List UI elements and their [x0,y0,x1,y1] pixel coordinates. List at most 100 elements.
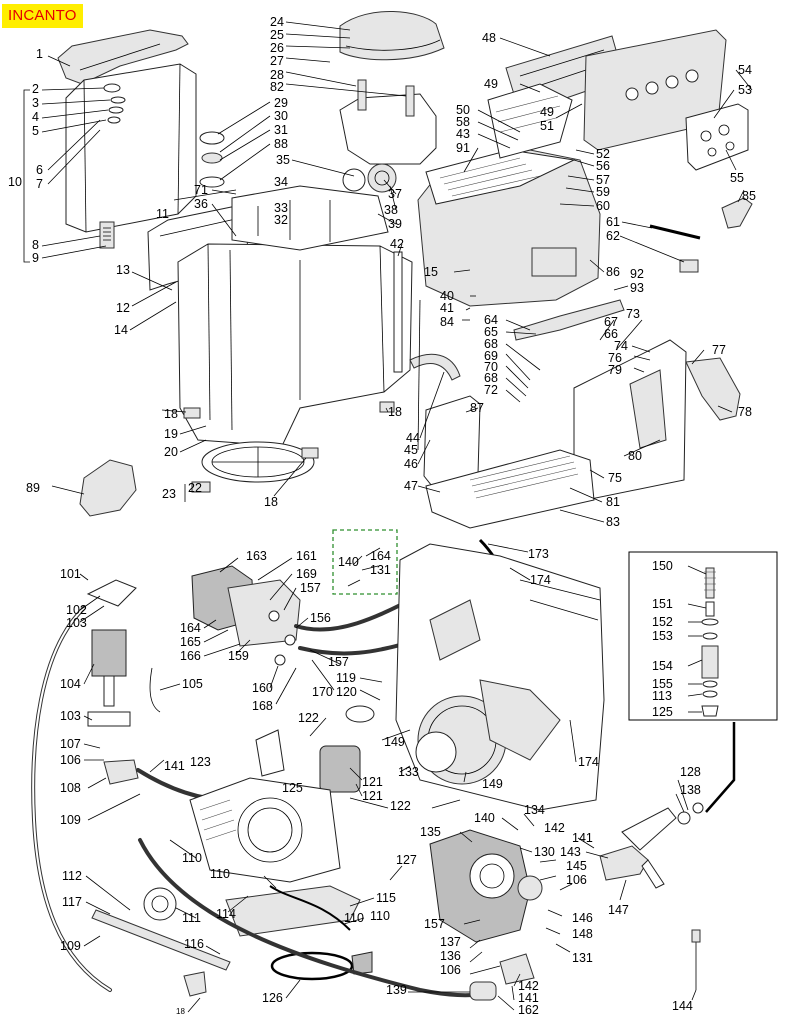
callout-85: 85 [742,189,756,203]
solenoid-valve-drawing [91,629,127,677]
base-plate-drawing [225,885,361,937]
callout-1: 1 [36,47,43,61]
callout-129: 126 [262,991,283,1005]
callout-140a: 141 [164,759,185,773]
callout-140c: 141 [518,991,539,1005]
callout-137: 137 [440,935,461,949]
callout-31: 31 [274,123,288,137]
callout-106c: 106 [440,963,461,977]
callout-110b: 110 [210,867,230,881]
callout-61: 61 [606,215,620,229]
callout-50: 50 [456,103,470,117]
callout-32: 32 [274,213,288,227]
callout-105: 105 [182,677,203,691]
callout-122: 121 [362,789,383,803]
callout-25: 25 [270,28,284,42]
callout-167: 164 [180,621,201,635]
callout-127: 127 [396,853,417,867]
callout-120: 120 [336,685,357,699]
callout-82: 82 [270,80,284,94]
callout-112: 112 [62,869,82,883]
callout-45: 45 [404,443,418,457]
callout-141: 142 [518,979,539,993]
callout-152: 152 [652,615,673,629]
callout-110c: 110 [344,911,364,925]
callout-74: 74 [614,339,628,353]
callout-159: 156 [310,611,331,625]
boiler-drawing [227,579,301,647]
callout-160a: 157 [300,581,321,595]
callout-134: 135 [420,825,441,839]
callout-73: 73 [626,307,640,321]
callout-163: 161 [296,549,317,563]
callout-7: 7 [36,177,43,191]
callout-128: 128 [680,765,701,779]
callout-8: 8 [32,238,39,252]
callout-53: 53 [738,83,752,97]
callout-155: 155 [652,677,673,691]
callout-125: 125 [652,705,673,719]
callout-153: 153 [652,629,673,643]
callout-106b: 106 [566,873,587,887]
callout-15: 15 [424,265,438,279]
callout-67: 67 [604,315,618,329]
callout-86: 86 [606,265,620,279]
upper-callouts: 1 2 3 4 5 10 6 7 8 9 11 12 13 14 15 18 1… [8,15,756,529]
callout-157: 149 [482,777,503,791]
callout-142: 140 [474,811,495,825]
callout-22: 22 [188,481,202,495]
callout-69: 69 [484,349,498,363]
callout-113: 113 [652,689,672,703]
callout-150: 150 [652,559,673,573]
steam-valve-drawing [599,845,649,881]
callout-110a: 110 [182,851,202,865]
callout-76: 76 [608,351,622,365]
callout-136: 136 [440,949,461,963]
callout-52: 52 [596,147,610,161]
callout-101: 101 [60,567,81,581]
callout-60: 60 [596,199,610,213]
lower-callouts: 101 102 103 104 103 105 107 106 108 109 … [60,547,701,1017]
callout-33: 33 [274,201,288,215]
callout-144: 143 [560,845,581,859]
callout-107: 107 [60,737,81,751]
pin-detail-box [332,529,398,595]
callout-40: 40 [440,289,454,303]
callout-87: 87 [470,401,484,415]
callout-145: 144 [672,999,693,1013]
callout-42: 42 [390,237,404,251]
callout-81: 81 [606,495,620,509]
callout-139: 139 [386,983,407,997]
callout-84: 84 [440,315,454,329]
callout-19: 19 [164,427,178,441]
callout-14: 14 [114,323,128,337]
callout-18a: 18 [164,407,178,421]
callout-68a: 68 [484,337,498,351]
callout-4: 4 [32,110,39,124]
callout-29: 29 [274,96,288,110]
callout-36: 36 [194,197,208,211]
callout-70: 70 [484,360,498,374]
callout-92: 92 [630,267,644,281]
callout-91: 91 [456,141,470,155]
callout-108: 108 [60,781,81,795]
detail-callout-164: 164 [370,549,391,563]
callout-140b: 141 [572,831,593,845]
callout-10: 10 [8,175,22,189]
flowmeter-drawing [143,887,177,921]
callout-147: 146 [572,911,593,925]
callout-121: 121 [362,775,383,789]
callout-174b: 174 [578,755,599,769]
callout-126: 125 [282,781,303,795]
callout-18c: 18 [388,405,402,419]
callout-12: 12 [116,301,130,315]
callout-64: 64 [484,313,498,327]
callout-151: 151 [652,597,673,611]
callout-75: 75 [608,471,622,485]
detail-callout-140: 140 [338,555,359,569]
callout-9: 9 [32,251,39,265]
callout-37: 37 [388,187,402,201]
callout-143: 142 [544,821,565,835]
callout-168: 165 [180,635,201,649]
